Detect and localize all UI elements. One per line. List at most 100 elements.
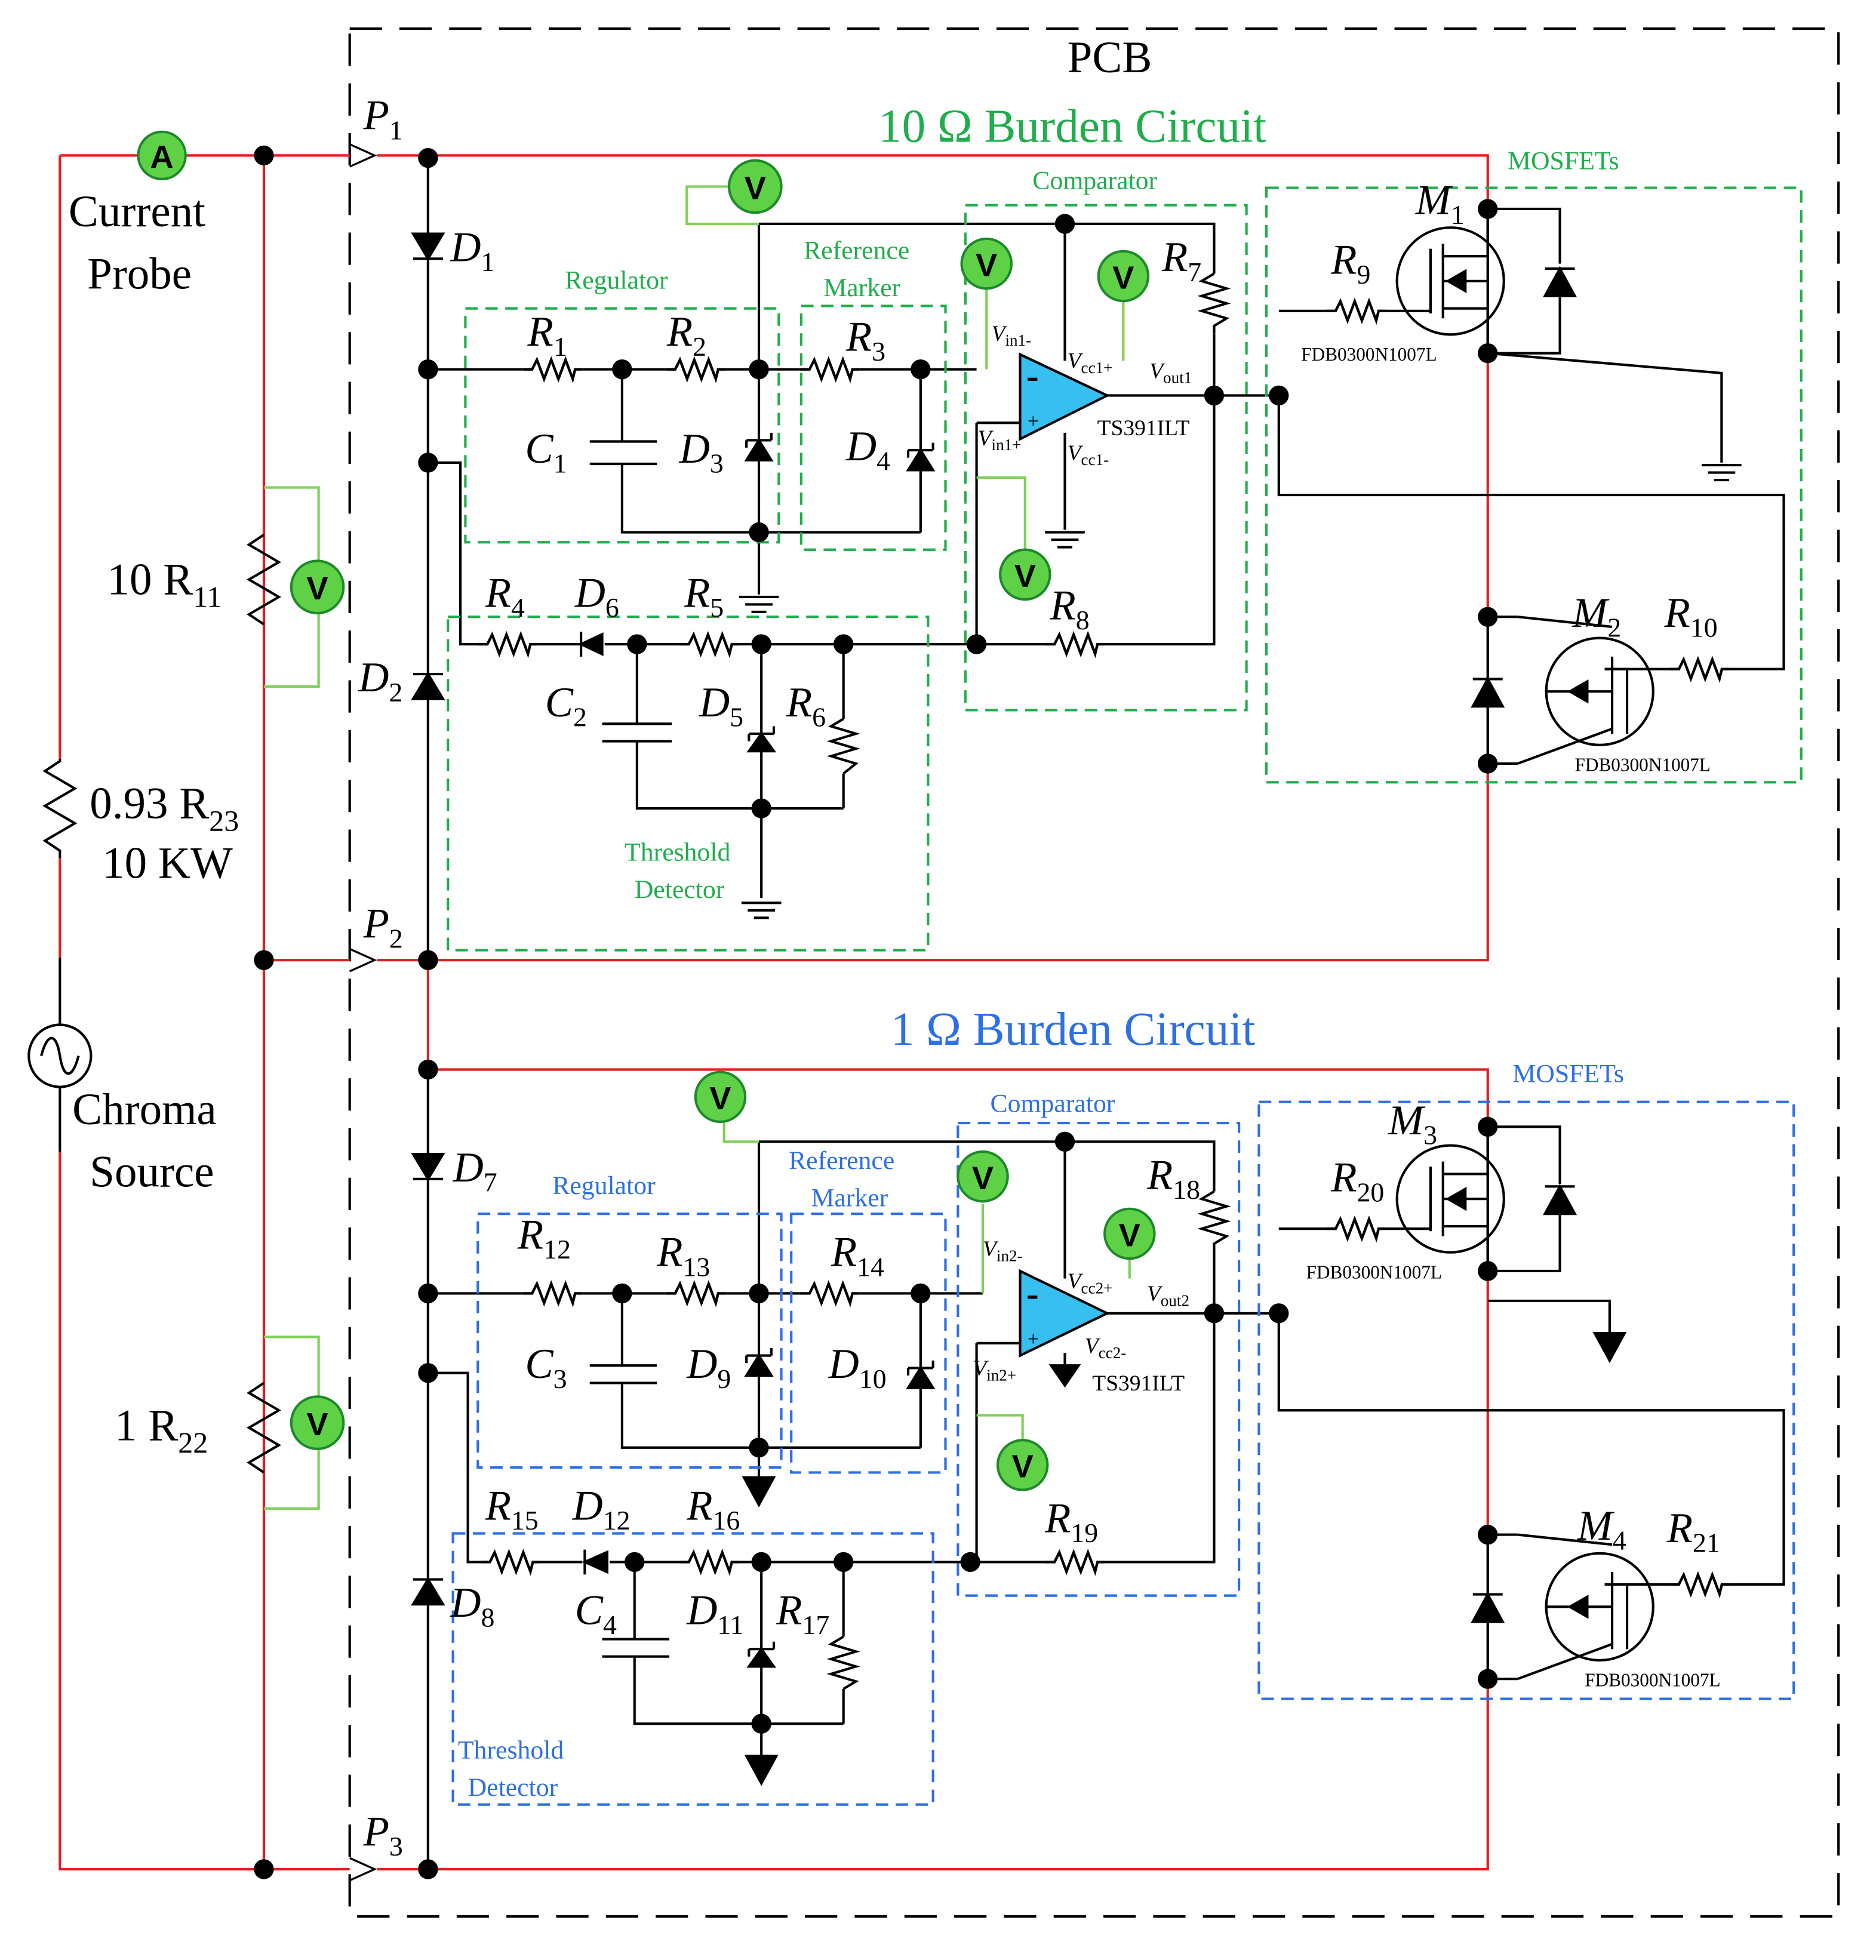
junction-dots: [254, 145, 1498, 1879]
label-m2: M2: [1571, 590, 1621, 643]
svg-text:V: V: [972, 1160, 994, 1196]
bottom-resistors: [480, 1190, 1729, 1690]
top-opamp-part: TS391ILT: [1097, 416, 1190, 441]
label-m3: M3: [1388, 1097, 1437, 1150]
label-r12: R12: [517, 1211, 571, 1264]
bottom-threshold-box: [451, 1532, 934, 1806]
label-m1: M1: [1415, 177, 1465, 230]
bottom-regulator-label: Regulator: [552, 1171, 656, 1200]
bottom-comparator-label: Comparator: [990, 1089, 1115, 1118]
label-c4: C4: [575, 1587, 617, 1641]
bottom-mosfets-box: [1257, 1100, 1795, 1700]
top-reference-box: [799, 304, 947, 551]
r23-power-label: 10 KW: [102, 839, 233, 888]
svg-text:V: V: [1014, 558, 1036, 594]
r23-label: 0.93 R23: [90, 779, 239, 838]
svg-text:V: V: [1012, 1449, 1034, 1485]
voltmeter-icon: V: [999, 548, 1051, 601]
top-mosfets-box: [1265, 186, 1803, 784]
outer-loop-wire: [59, 154, 350, 1871]
top-mosfets-label: MOSFETs: [1508, 146, 1619, 175]
voltmeter-icon: V: [996, 1439, 1049, 1491]
label-r15: R15: [485, 1483, 539, 1536]
label-vin2-plus: Vin2+: [973, 1356, 1016, 1384]
label-r1: R1: [527, 309, 567, 362]
label-r16: R16: [686, 1483, 740, 1536]
svg-text:V: V: [1112, 260, 1134, 296]
svg-text:V: V: [745, 170, 766, 206]
bottom-reference-label-2: Marker: [811, 1184, 888, 1213]
label-r7: R7: [1161, 234, 1201, 287]
r22-resistor: [246, 1381, 282, 1474]
voltmeter-icon: V: [960, 237, 1013, 290]
pcb-outline: [348, 27, 1840, 1918]
current-probe-label-1: Current: [69, 187, 205, 236]
label-r19: R19: [1044, 1495, 1098, 1548]
top-reference-label-2: Marker: [823, 273, 900, 302]
label-d11: D11: [686, 1587, 743, 1641]
ac-source: [27, 958, 93, 1152]
label-vin2-minus: Vin2-: [983, 1237, 1023, 1264]
label-r20: R20: [1330, 1155, 1384, 1208]
label-c2: C2: [545, 679, 587, 733]
label-d1: D1: [450, 224, 494, 277]
r11-label: 10 R11: [107, 555, 222, 614]
label-vcc1-minus: Vcc1-: [1068, 441, 1109, 469]
top-circuit: [411, 155, 1785, 961]
voltmeter-icon: V: [957, 1150, 1009, 1203]
svg-text:V: V: [976, 247, 997, 283]
label-vin1-plus: Vin1+: [978, 426, 1022, 454]
svg-text:V: V: [306, 1407, 328, 1442]
label-r5: R5: [684, 570, 724, 623]
label-vcc2-plus: Vcc2+: [1068, 1269, 1113, 1297]
top-m2-part: FDB0300N1007L: [1575, 755, 1711, 776]
bottom-opamp-part: TS391ILT: [1092, 1371, 1185, 1396]
label-vin1-minus: Vin1-: [992, 322, 1032, 349]
bottom-mosfets-label: MOSFETs: [1512, 1059, 1624, 1088]
label-d10: D10: [828, 1341, 887, 1394]
opamp-2: [1019, 1269, 1111, 1358]
top-regulator-label: Regulator: [565, 266, 668, 294]
label-r18: R18: [1146, 1152, 1200, 1205]
opamp-2-minus: -: [1026, 1272, 1039, 1314]
label-d5: D5: [699, 679, 743, 733]
bottom-threshold-label-2: Detector: [468, 1773, 558, 1802]
voltmeter-icon: V: [694, 1070, 747, 1124]
bottom-reference-label-1: Reference: [789, 1146, 894, 1175]
voltmeter-icon: V: [1097, 250, 1150, 303]
label-r4: R4: [485, 570, 525, 623]
label-r6: R6: [786, 679, 826, 733]
label-vout2: Vout2: [1147, 1282, 1189, 1309]
top-comparator-label: Comparator: [1032, 167, 1157, 195]
voltmeter-icon: V: [1103, 1207, 1156, 1260]
label-r3: R3: [845, 313, 885, 367]
current-probe-label-2: Probe: [87, 249, 192, 299]
label-d12: D12: [572, 1483, 631, 1536]
opamp-2-plus: +: [1028, 1328, 1039, 1350]
label-d6: D6: [574, 570, 619, 623]
label-r2: R2: [666, 309, 706, 362]
label-r13: R13: [656, 1229, 710, 1282]
voltmeter-icon: V: [727, 159, 783, 214]
label-m4: M4: [1577, 1503, 1626, 1556]
label-vcc2-minus: Vcc2-: [1085, 1334, 1126, 1361]
mosfet-m4: [1517, 1533, 1654, 1681]
label-c3: C3: [525, 1341, 567, 1394]
top-resistors: [478, 272, 1729, 775]
top-comparator-box: [964, 204, 1248, 712]
top-threshold-label-1: Threshold: [625, 838, 730, 867]
mosfet-m2: [1517, 616, 1654, 765]
top-voltmeter-leads: [685, 185, 1125, 552]
label-r21: R21: [1666, 1505, 1720, 1558]
label-d2: D2: [358, 654, 402, 707]
label-d8: D8: [450, 1580, 494, 1633]
bottom-threshold-label-1: Threshold: [458, 1736, 564, 1765]
bottom-comparator-box: [957, 1121, 1241, 1597]
bottom-title: 1 Ω Burden Circuit: [891, 1003, 1256, 1056]
label-d9: D9: [686, 1341, 731, 1394]
bottom-m4-part: FDB0300N1007L: [1585, 1670, 1720, 1691]
bottom-reference-box: [790, 1213, 947, 1474]
port-markers: [349, 143, 377, 1882]
bottom-rail-red: [377, 1068, 1489, 1871]
